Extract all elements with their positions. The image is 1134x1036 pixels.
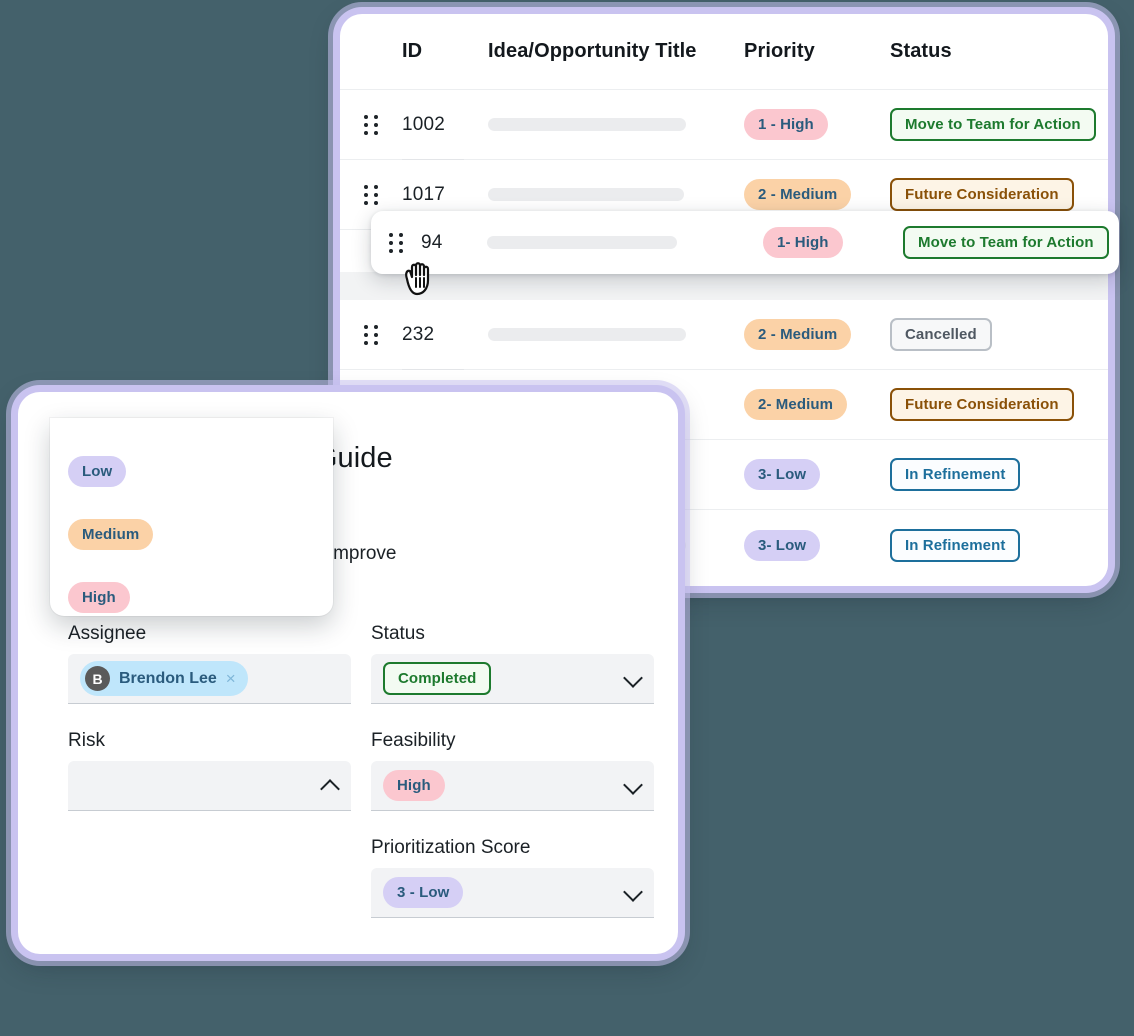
detail-field-grid: Assignee B Brendon Lee × Status Complete… [68, 623, 678, 919]
assignee-name: Brendon Lee [119, 669, 217, 687]
table-row[interactable]: 232 2 - Medium Cancelled [340, 300, 1108, 370]
row-priority-cell: 3- Low [744, 529, 890, 561]
field-label-prioritization-score: Prioritization Score [371, 837, 531, 859]
column-header-priority[interactable]: Priority [744, 40, 815, 62]
risk-option-badge: Low [68, 456, 127, 487]
row-status-cell: Move to Team for Action [903, 226, 1119, 259]
risk-option-badge: High [68, 582, 130, 613]
drag-handle-icon[interactable] [364, 184, 378, 205]
drag-handle-icon[interactable] [364, 324, 378, 345]
status-badge[interactable]: Future Consideration [890, 388, 1074, 421]
priority-badge: 1- High [763, 227, 843, 258]
column-header-id[interactable]: ID [402, 40, 423, 62]
field-prioritization-score: Prioritization Score 3 - Low [371, 837, 654, 919]
feasibility-select[interactable]: High [371, 761, 654, 812]
table-header-row: ID Idea/Opportunity Title Priority Statu… [340, 14, 1108, 90]
field-label-status: Status [371, 623, 425, 645]
field-label-feasibility: Feasibility [371, 730, 456, 752]
column-header-status[interactable]: Status [890, 40, 952, 62]
chevron-up-icon[interactable] [320, 779, 340, 799]
feasibility-value-badge: High [383, 770, 445, 802]
drag-handle-icon[interactable] [364, 114, 378, 135]
field-risk: Risk [68, 730, 351, 812]
status-badge[interactable]: Future Consideration [890, 178, 1074, 211]
status-badge[interactable]: In Refinement [890, 458, 1021, 491]
risk-option-low[interactable]: Low [68, 440, 333, 503]
status-select[interactable]: Completed [371, 654, 654, 705]
row-priority-cell: 3- Low [744, 459, 890, 490]
priority-badge: 2 - Medium [744, 179, 852, 210]
priority-badge: 1 - High [744, 109, 828, 140]
priority-badge: 3- Low [744, 529, 821, 561]
chevron-down-icon[interactable] [623, 775, 643, 795]
field-label-assignee: Assignee [68, 623, 147, 645]
row-priority-cell: 1- High [763, 227, 903, 258]
title-placeholder-bar [488, 188, 684, 201]
priority-badge: 2- Medium [744, 389, 848, 420]
status-badge[interactable]: Cancelled [890, 318, 992, 351]
risk-option-medium[interactable]: Medium [68, 503, 333, 566]
risk-select[interactable] [68, 761, 351, 812]
prioritization-score-select[interactable]: 3 - Low [371, 868, 654, 919]
row-title-cell [487, 236, 763, 249]
risk-option-badge: Medium [68, 519, 154, 550]
title-placeholder-bar [488, 118, 686, 131]
field-grid-spacer [68, 837, 351, 918]
table-row[interactable]: 1002 1 - High Move to Team for Action [340, 90, 1108, 160]
status-value-badge: Completed [383, 662, 492, 696]
row-id: 1002 [402, 113, 446, 135]
prioritization-score-badge: 3 - Low [383, 877, 464, 909]
field-label-risk: Risk [68, 730, 105, 752]
row-drag-handle[interactable] [371, 232, 421, 253]
assignee-input[interactable]: B Brendon Lee × [68, 654, 351, 705]
row-status-cell: Move to Team for Action [890, 108, 1108, 141]
row-id: 1017 [402, 183, 446, 205]
field-assignee: Assignee B Brendon Lee × [68, 623, 351, 705]
row-status-cell: In Refinement [890, 528, 1108, 562]
row-status-cell: Future Consideration [890, 388, 1108, 421]
drag-handle-icon[interactable] [389, 232, 403, 253]
row-drag-handle[interactable] [340, 324, 402, 345]
row-id: 94 [421, 231, 443, 253]
status-badge[interactable]: Move to Team for Action [890, 108, 1096, 141]
row-drag-handle[interactable] [340, 114, 402, 135]
priority-badge: 2 - Medium [744, 319, 852, 350]
row-priority-cell: 1 - High [744, 109, 890, 140]
title-placeholder-bar [488, 328, 686, 341]
status-badge[interactable]: In Refinement [890, 528, 1021, 562]
close-icon[interactable]: × [225, 669, 236, 689]
row-status-cell: In Refinement [890, 458, 1108, 491]
chevron-down-icon[interactable] [623, 668, 643, 688]
row-title-cell [488, 328, 744, 341]
grabbing-hand-cursor [405, 262, 430, 296]
assignee-chip[interactable]: B Brendon Lee × [80, 661, 248, 697]
field-status: Status Completed [371, 623, 654, 705]
row-priority-cell: 2- Medium [744, 389, 890, 420]
dragged-table-row[interactable]: 94 1- High Move to Team for Action [371, 211, 1119, 274]
row-title-cell [488, 188, 744, 201]
title-placeholder-bar [487, 236, 677, 249]
row-id: 232 [402, 323, 435, 345]
row-drag-handle[interactable] [340, 184, 402, 205]
field-feasibility: Feasibility High [371, 730, 654, 812]
status-badge[interactable]: Move to Team for Action [903, 226, 1109, 259]
row-status-cell: Future Consideration [890, 178, 1108, 211]
risk-options-menu[interactable]: Low Medium High [50, 418, 333, 616]
row-status-cell: Cancelled [890, 318, 1108, 351]
chevron-down-icon[interactable] [623, 882, 643, 902]
row-priority-cell: 2 - Medium [744, 179, 890, 210]
avatar: B [85, 666, 110, 692]
column-header-title[interactable]: Idea/Opportunity Title [488, 40, 697, 62]
row-title-cell [488, 118, 744, 131]
risk-option-high[interactable]: High [68, 566, 333, 629]
priority-badge: 3- Low [744, 459, 821, 490]
row-priority-cell: 2 - Medium [744, 319, 890, 350]
